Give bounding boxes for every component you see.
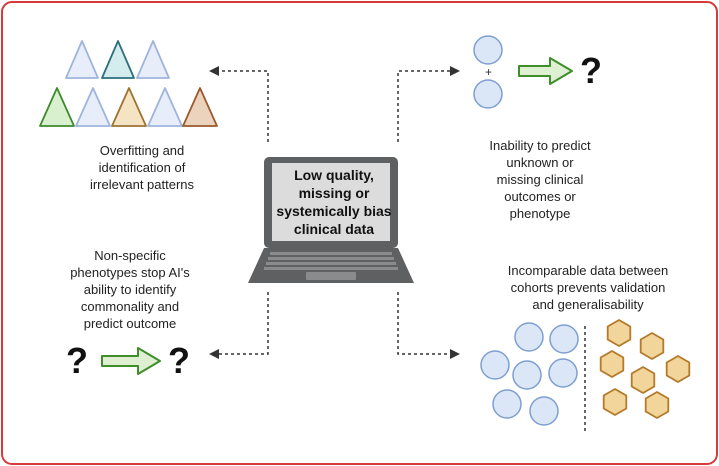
circle-icon [514, 322, 544, 352]
arrowhead-bottom-left [209, 349, 219, 359]
bottom-right-caption: Incomparable data between cohorts preven… [507, 263, 669, 312]
laptop-keyboard [264, 252, 398, 270]
question-mark-icon: ? [168, 340, 190, 381]
arrowhead-top-left [209, 66, 219, 76]
hexagon-cluster [599, 319, 691, 419]
question-mark-icon: ? [66, 340, 88, 381]
arrow-right-icon [518, 57, 573, 85]
circle-icon [549, 324, 579, 354]
arrow-right-icon [101, 347, 161, 375]
hexagon-icon [606, 319, 632, 347]
laptop-base [248, 248, 414, 283]
hexagon-icon [644, 391, 670, 419]
triangle-icon [111, 87, 147, 127]
plus-sign: + [485, 65, 493, 79]
connector-top-left [218, 70, 269, 142]
circle-icon [492, 389, 522, 419]
triangle-icon [75, 87, 111, 127]
top-right-caption: Inability to predict unknown or missing … [489, 138, 591, 221]
question-mark-icon: ? [580, 50, 602, 91]
center-problem-text: Low quality, missing or systemically bia… [276, 167, 392, 237]
circle-icon [473, 35, 503, 65]
circle-icon [529, 396, 559, 426]
triangle-icon [182, 87, 218, 127]
connector-bottom-right [397, 292, 450, 355]
arrowhead-bottom-right [450, 349, 460, 359]
top-left-caption: Overfitting and identification of irrele… [89, 143, 195, 192]
hexagon-icon [639, 332, 665, 360]
hexagon-icon [599, 350, 625, 378]
arrowhead-top-right [450, 66, 460, 76]
connector-bottom-left [218, 292, 269, 355]
circle-icon [473, 79, 503, 109]
hexagon-icon [630, 366, 656, 394]
triangle-icon [65, 40, 99, 79]
circle-icon [512, 360, 542, 390]
triangle-icon [147, 87, 183, 127]
bottom-left-caption: Non-specific phenotypes stop AI's abilit… [70, 248, 190, 331]
circle-icon [480, 350, 510, 380]
triangle-icon [136, 40, 170, 79]
circle-cluster [480, 322, 579, 426]
laptop-icon [248, 157, 414, 283]
triangle-group [39, 40, 218, 127]
hexagon-icon [665, 355, 691, 383]
circle-icon [548, 358, 578, 388]
laptop-screen [272, 163, 390, 241]
triangle-icon [39, 87, 75, 127]
hexagon-icon [602, 388, 628, 416]
laptop-trackpad [306, 272, 356, 280]
triangle-icon [101, 40, 135, 79]
